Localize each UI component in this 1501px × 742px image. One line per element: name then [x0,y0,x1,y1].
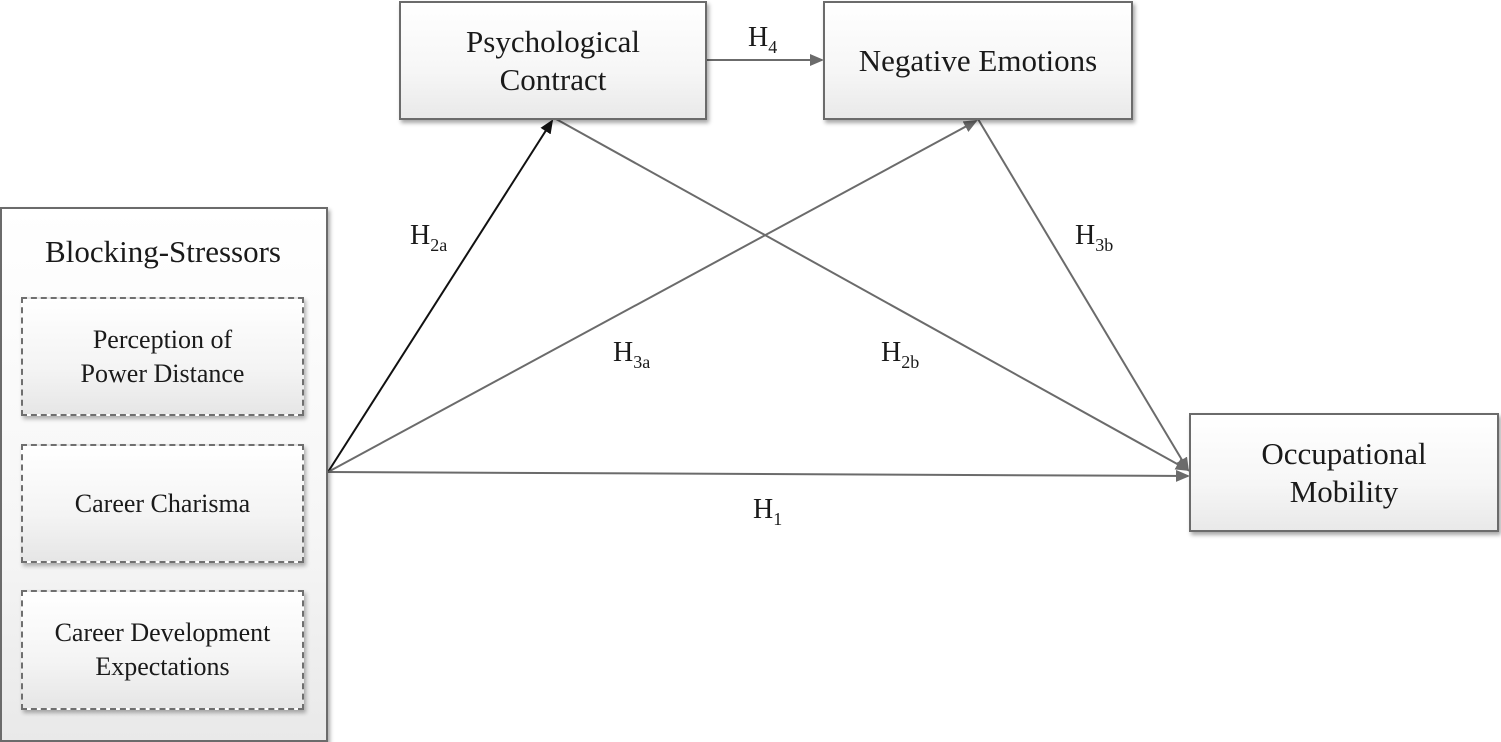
label-h2b-sub: 2b [901,352,920,372]
negative-emotions-box: Negative Emotions [823,1,1133,120]
occupational-mobility-box: Occupational Mobility [1189,413,1499,532]
power-distance-line-2: Power Distance [80,358,245,388]
label-h3a-sub: 3a [633,352,651,372]
psychological-contract-line-1: Psychological [466,23,640,59]
arrow-h1 [327,469,1190,482]
label-h3b-sub: 3b [1095,235,1114,255]
occupational-mobility-line-1: Occupational [1261,435,1427,471]
power-distance-box: Perception of Power Distance [21,297,304,416]
arrow-h3b [977,118,1190,472]
arrow-h3a [327,120,978,473]
career-development-line-2: Expectations [95,652,230,681]
label-h4: H4 [748,22,778,57]
label-h2a-sub: 2a [430,235,448,255]
label-h1: H1 [753,494,783,529]
arrow-h2b [555,118,1190,471]
arrow-h2a [327,119,554,473]
career-development-box: Career Development Expectations [21,590,304,710]
label-h4-sub: 4 [768,37,778,57]
label-h3b-base: H [1075,220,1096,251]
power-distance-line-1: Perception of [92,324,233,354]
career-development-line-1: Career Development [54,618,271,647]
label-h2b-base: H [881,337,902,368]
label-h3a-base: H [613,337,634,368]
label-h3b: H3b [1075,220,1114,255]
label-h2a-base: H [410,220,431,251]
label-h2a: H2a [410,220,448,255]
career-charisma-box: Career Charisma [21,444,304,563]
label-h1-base: H [753,494,774,525]
negative-emotions-label: Negative Emotions [858,42,1098,78]
label-h1-sub: 1 [773,509,783,529]
occupational-mobility-line-2: Mobility [1289,473,1399,509]
label-h2b: H2b [881,337,920,372]
career-charisma-label: Career Charisma [74,488,251,518]
psychological-contract-box: Psychological Contract [399,1,707,120]
label-h4-base: H [748,22,769,53]
label-h3a: H3a [613,337,651,372]
blocking-stressors-title: Blocking-Stressors [45,234,281,269]
psychological-contract-line-2: Contract [499,61,607,97]
